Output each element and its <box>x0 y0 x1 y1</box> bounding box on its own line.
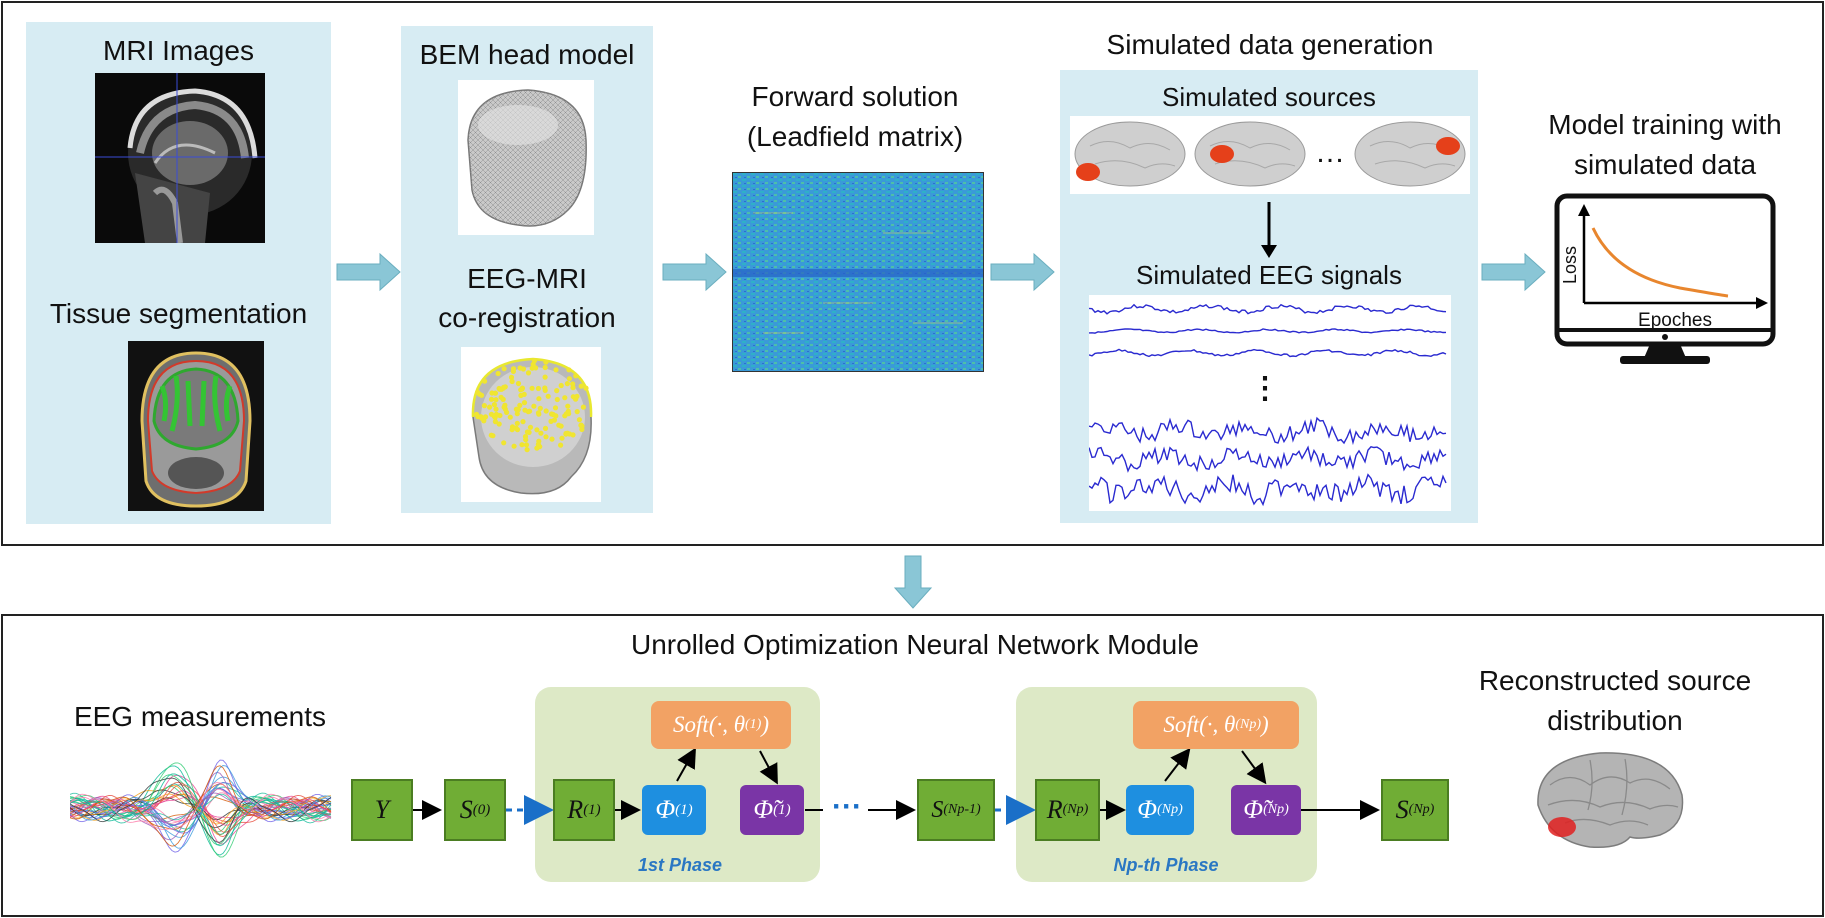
eeg-measurements-image <box>70 742 332 874</box>
sources-ellipsis: … <box>1315 136 1345 169</box>
tissue-segmentation-title: Tissue segmentation <box>49 298 308 329</box>
reconstructed-source-title-line2: distribution <box>1547 705 1683 736</box>
brain-source-2 <box>1194 121 1306 187</box>
node-phi1: Φ(1) <box>642 785 706 835</box>
simulated-data-generation-title: Simulated data generation <box>1106 29 1434 60</box>
eeg-mri-coreg-title-line1: EEG-MRI <box>467 263 587 294</box>
node-soft1: Soft(·, θ(1)) <box>651 701 791 749</box>
eeg-mri-coreg-title-line2: co-registration <box>438 302 616 333</box>
node-snp-1: S(Np-1) <box>917 779 995 841</box>
epoches-axis-label: Epoches <box>1638 310 1712 331</box>
brain-source-3 <box>1354 121 1466 187</box>
coregistration-head-image <box>461 347 601 502</box>
model-training-title-line2: simulated data <box>1573 149 1757 180</box>
reconstructed-brain-image <box>1530 745 1690 853</box>
bem-head-model-title: BEM head model <box>419 39 635 70</box>
node-snp: S(Np) <box>1381 779 1449 841</box>
node-phitildenp: Φ̃(Np) <box>1231 785 1301 835</box>
forward-solution-title-line2: (Leadfield matrix) <box>746 121 964 152</box>
node-y: Y <box>351 779 413 841</box>
node-s0: S(0) <box>444 779 506 841</box>
model-training-title-line1: Model training with <box>1548 109 1782 140</box>
phase-1-label: 1st Phase <box>637 855 723 875</box>
network-module-panel <box>1 614 1824 917</box>
phase-np-label: Np-th Phase <box>1113 855 1219 875</box>
brain-source-1 <box>1074 121 1186 187</box>
node-r1: R(1) <box>553 779 615 841</box>
node-softnp: Soft(·, θ(Np)) <box>1133 701 1299 749</box>
signals-vdots: ⋮ <box>1250 372 1280 405</box>
tissue-segmentation-image <box>128 341 264 511</box>
flow-arrow-down <box>893 555 933 609</box>
leadfield-matrix-image <box>732 172 984 372</box>
network-module-title: Unrolled Optimization Neural Network Mod… <box>630 629 1199 660</box>
loss-axis-label: Loss <box>1560 245 1580 285</box>
simulated-sources-strip <box>1070 116 1470 194</box>
node-rnp: R(Np) <box>1035 779 1100 841</box>
mri-images-title: MRI Images <box>103 35 254 66</box>
phase-dots: ··· <box>832 790 862 823</box>
node-phitilde1: Φ̃(1) <box>740 785 804 835</box>
reconstructed-source-title-line1: Reconstructed source <box>1478 665 1752 696</box>
forward-solution-title-line1: Forward solution <box>751 81 959 112</box>
node-phinp: Φ(Np) <box>1126 785 1194 835</box>
simulated-sources-title: Simulated sources <box>1162 82 1376 112</box>
simulated-eeg-signals-title: Simulated EEG signals <box>1136 260 1402 290</box>
bem-head-model-image <box>458 80 594 235</box>
eeg-measurements-title: EEG measurements <box>73 701 327 732</box>
simulated-eeg-signals-image <box>1089 295 1451 511</box>
mri-sagittal-image <box>95 73 265 243</box>
